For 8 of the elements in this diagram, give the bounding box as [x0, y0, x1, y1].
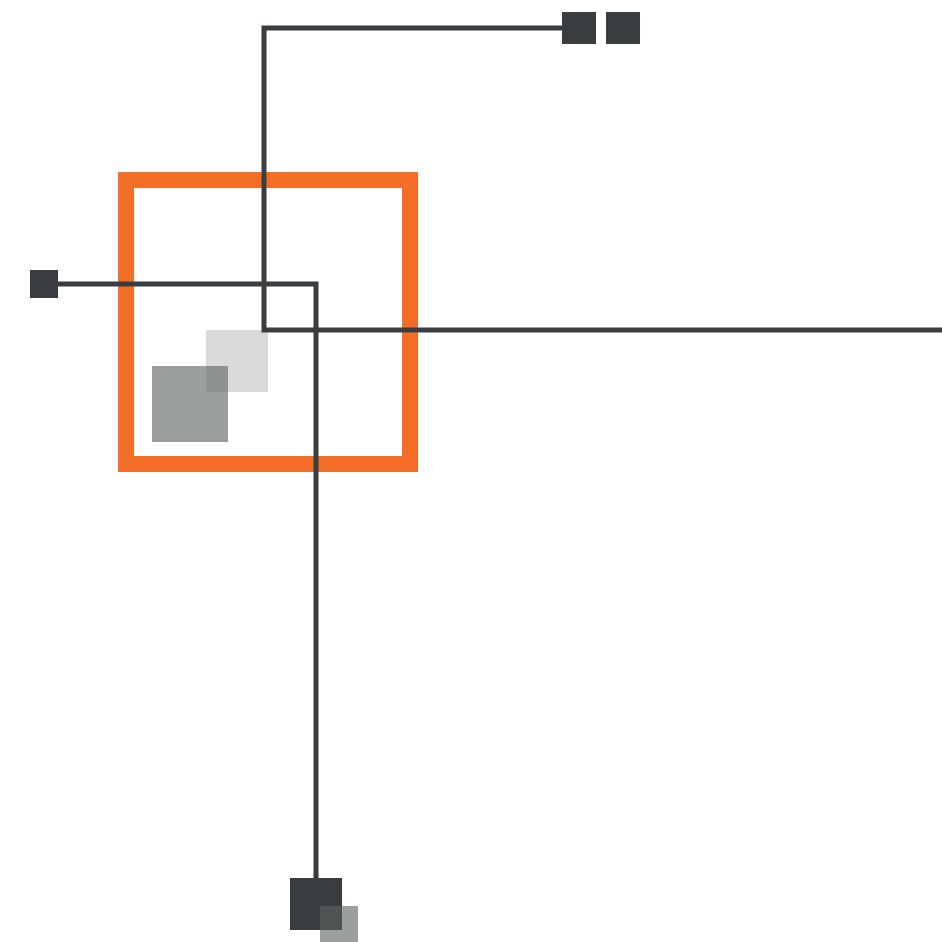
square [606, 12, 640, 44]
connector-line [58, 281, 319, 878]
square [562, 12, 596, 44]
connector-line [261, 25, 942, 333]
square [320, 906, 358, 942]
square [30, 270, 58, 298]
square [152, 366, 228, 442]
frame-square [118, 172, 418, 472]
